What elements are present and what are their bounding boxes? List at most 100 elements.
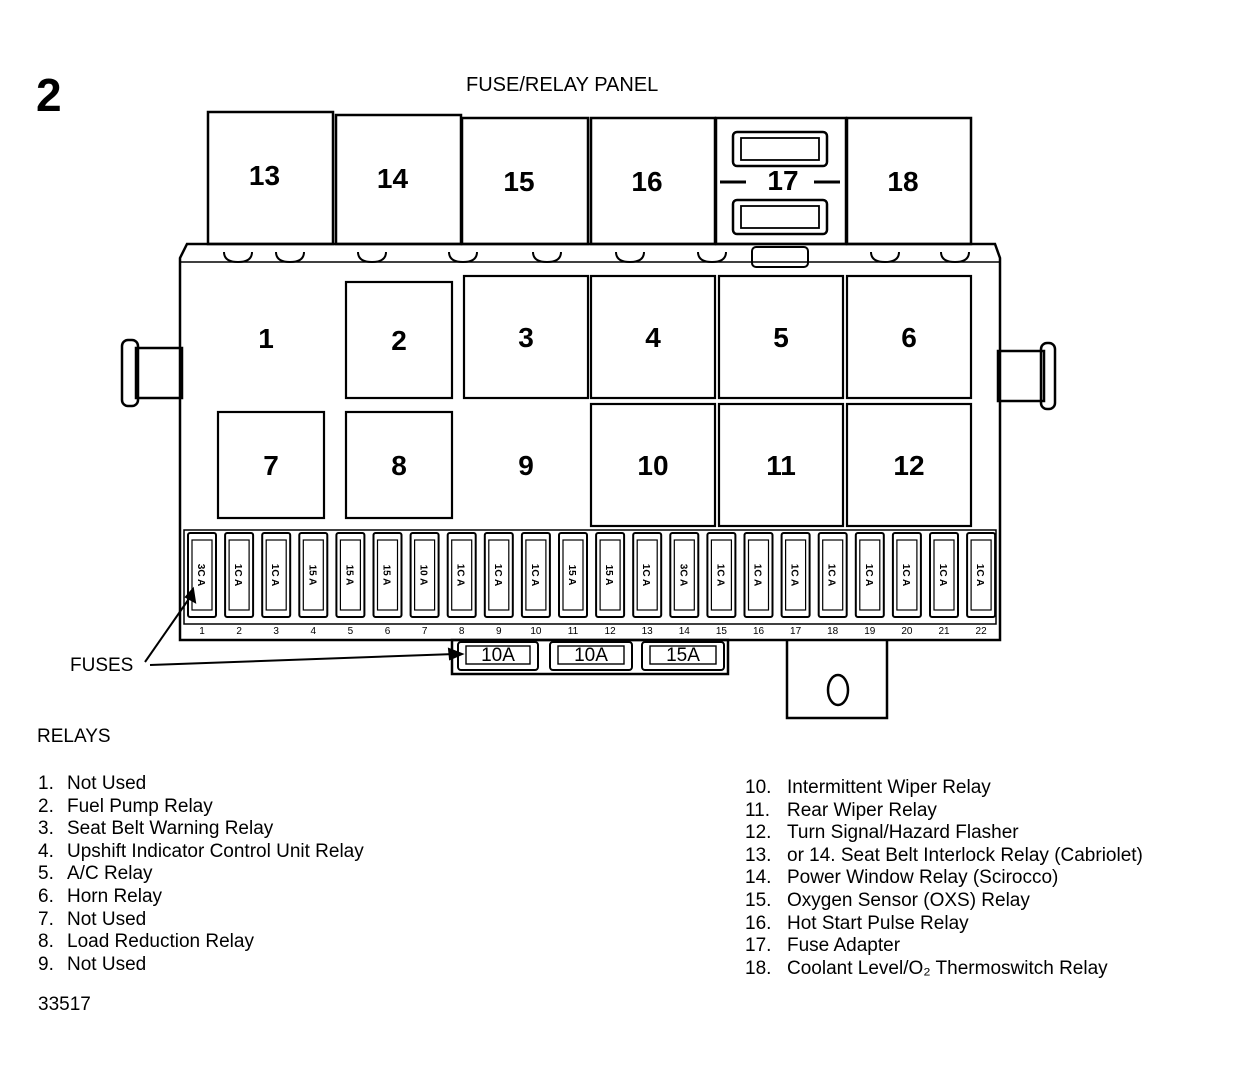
legend-item: 8. Load Reduction Relay bbox=[38, 931, 364, 954]
legend-item: 1. Not Used bbox=[38, 773, 364, 796]
legend-number: 7. bbox=[38, 908, 54, 930]
relay-number-2: 2 bbox=[391, 325, 407, 356]
relay-number-6: 6 bbox=[901, 322, 917, 353]
fuse-rating: 1C A bbox=[752, 564, 763, 586]
legend-label: Not Used bbox=[67, 773, 147, 794]
fuse-index: 2 bbox=[236, 626, 242, 637]
relay-number-5: 5 bbox=[773, 322, 789, 353]
fuse-index: 18 bbox=[827, 626, 839, 637]
fuse-index: 16 bbox=[753, 626, 765, 637]
fuse-4: 15 A 4 bbox=[298, 532, 329, 637]
fuse-index: 1 bbox=[199, 626, 205, 637]
relay-slot-2 bbox=[344, 280, 454, 400]
left-mount-tab-end bbox=[120, 338, 140, 408]
legend-label: Power Window Relay (Scirocco) bbox=[787, 867, 1059, 889]
extra-fuse-rating: 10A bbox=[574, 645, 608, 666]
fuse-2: 1C A2 bbox=[224, 532, 255, 637]
fuse-index: 15 bbox=[716, 626, 728, 637]
fuse-12: 15 A12 bbox=[595, 532, 626, 637]
legend-label: Rear Wiper Relay bbox=[787, 799, 937, 821]
relay-number-7: 7 bbox=[263, 450, 279, 481]
legend-label: Upshift Indicator Control Unit Relay bbox=[67, 840, 364, 862]
fuse-14: 3C A14 bbox=[669, 532, 700, 637]
fuse-7: 10 A7 bbox=[409, 532, 440, 637]
adapter-bracket bbox=[785, 640, 889, 720]
legend-item: 11. Rear Wiper Relay bbox=[745, 800, 1143, 823]
legend-label: Coolant Level/O₂ Thermoswitch Relay bbox=[787, 957, 1108, 979]
relay-number-18: 18 bbox=[887, 166, 918, 197]
relay-number-13: 13 bbox=[249, 160, 280, 191]
fuse-index: 5 bbox=[348, 626, 354, 637]
adapter-hole bbox=[826, 673, 850, 707]
relay-slot-13 bbox=[206, 110, 335, 246]
adapter-fuse-holder bbox=[731, 130, 829, 168]
panel-title: FUSE/RELAY PANEL bbox=[466, 74, 659, 96]
legend-number: 13. bbox=[745, 844, 772, 866]
fuse-18: 1C A 18 bbox=[817, 532, 848, 637]
legend-item: 15.Oxygen Sensor (OXS) Relay bbox=[745, 890, 1143, 913]
fuse-rating: 1C A bbox=[492, 564, 503, 586]
fuse-8: 1C A8 bbox=[446, 532, 477, 637]
legend-item: 9.Not Used bbox=[38, 954, 364, 977]
fuse-9: 1C A9 bbox=[483, 532, 514, 637]
legend-label: Turn Signal/Hazard Flasher bbox=[787, 822, 1019, 844]
fuses-label: FUSES bbox=[70, 655, 133, 676]
legend-item: 10.Intermittent Wiper Relay bbox=[745, 777, 1143, 800]
relay-number-11: 11 bbox=[766, 450, 796, 481]
relay-number-15: 15 bbox=[503, 166, 534, 197]
relay-slot-4 bbox=[589, 274, 717, 400]
panel-clip bbox=[223, 251, 253, 264]
fuse-index: 19 bbox=[864, 626, 876, 637]
fuse-5: 15 A5 bbox=[335, 532, 366, 637]
fuse-rating: 1C A bbox=[269, 564, 280, 586]
relay-slot-5 bbox=[717, 274, 845, 400]
relay-number-1: 1 bbox=[258, 323, 274, 354]
fuse-rating: 1C A bbox=[974, 564, 985, 586]
relay-slot-18 bbox=[845, 116, 973, 246]
fuse-index: 12 bbox=[605, 626, 617, 637]
fuse-rating: 10 A bbox=[418, 565, 429, 586]
legend-number: 16. bbox=[745, 912, 772, 934]
legend-item: 4.Upshift Indicator Control Unit Relay bbox=[38, 841, 364, 864]
relay-number-14: 14 bbox=[377, 163, 409, 194]
relay-slot-15 bbox=[460, 116, 590, 246]
relay-number-8: 8 bbox=[391, 450, 407, 481]
fuse-index: 6 bbox=[385, 626, 391, 637]
legend-number: 11. bbox=[745, 799, 771, 821]
extra-fuse-rating: 15A bbox=[666, 645, 700, 666]
fuse-rating: 15 A bbox=[306, 565, 317, 586]
panel-latch bbox=[751, 246, 809, 268]
legend-number: 1. bbox=[38, 773, 54, 794]
fuse-rating: 1C A bbox=[826, 564, 837, 586]
legend-number: 9. bbox=[38, 953, 54, 975]
panel-clip bbox=[532, 251, 562, 264]
fuse-1: 3C A1 bbox=[187, 532, 217, 637]
fuse-index: 4 bbox=[311, 626, 317, 637]
legend-item: 16. Hot Start Pulse Relay bbox=[745, 913, 1143, 936]
legend-label: Load Reduction Relay bbox=[67, 931, 254, 953]
legend-item: 7.Not Used bbox=[38, 909, 364, 932]
fuse-21: 1C A21 bbox=[929, 532, 959, 637]
fuse-index: 10 bbox=[530, 626, 542, 637]
fuse-index: 20 bbox=[901, 626, 913, 637]
extra-fuse-2: 10A bbox=[549, 641, 633, 671]
left-mount-tab bbox=[134, 346, 184, 400]
legend-label: Horn Relay bbox=[67, 885, 163, 907]
legend-label: Hot Start Pulse Relay bbox=[787, 912, 969, 934]
fuses-leader-line bbox=[149, 653, 456, 666]
fuse-rating: 1C A bbox=[789, 564, 800, 586]
legend-item: 3.Seat Belt Warning Relay bbox=[38, 818, 364, 841]
legend-number: 3. bbox=[38, 818, 54, 840]
fuse-rating: 3C A bbox=[677, 564, 688, 586]
relay-number-12: 12 bbox=[893, 450, 924, 481]
panel-clip bbox=[357, 251, 387, 264]
relay-number-10: 10 bbox=[637, 450, 668, 481]
fuse-rating: 1C A bbox=[900, 564, 911, 586]
legend-label: A/C Relay bbox=[67, 863, 153, 885]
extra-fuse-rating: 10A bbox=[481, 645, 515, 666]
fuse-rating: 1C A bbox=[714, 564, 725, 586]
fuse-index: 17 bbox=[790, 626, 802, 637]
right-mount-tab-end bbox=[1039, 341, 1057, 411]
legend-number: 8. bbox=[38, 931, 54, 953]
